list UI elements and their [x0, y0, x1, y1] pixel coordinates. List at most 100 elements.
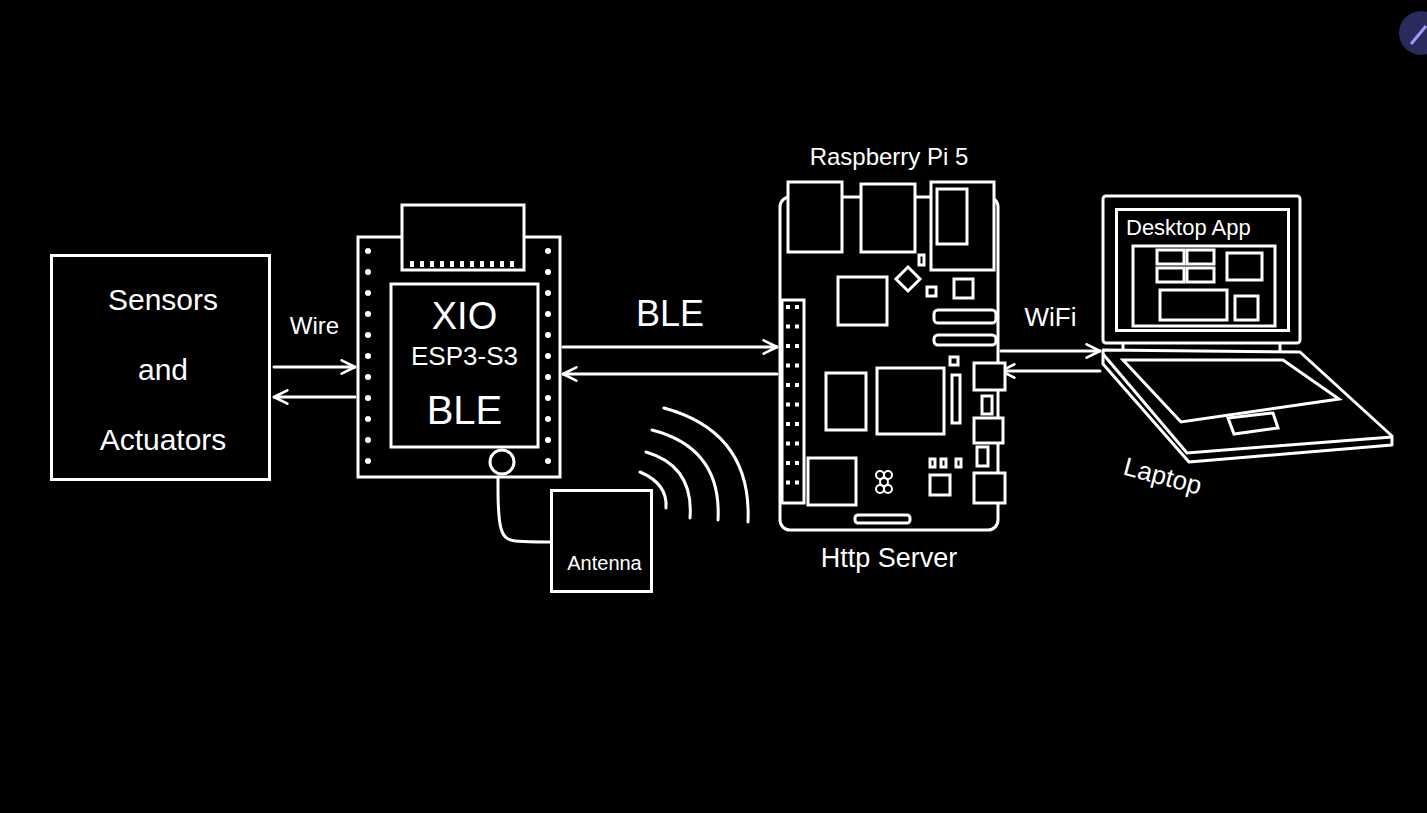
link-label: WiFi: [1021, 303, 1081, 333]
laptop-base: [1103, 350, 1392, 462]
gpio-pin: [786, 442, 790, 446]
module-pin: [450, 261, 454, 267]
rf-module: [402, 205, 524, 270]
antenna-box: Antenna: [550, 489, 653, 593]
antenna-connector: [490, 450, 514, 474]
node-text: Antenna: [567, 552, 642, 575]
radio-wave: [652, 430, 718, 520]
ethernet-port: [931, 182, 994, 270]
link-arrow: [563, 346, 777, 349]
usb-port: [788, 182, 842, 252]
link-arrow: [1001, 350, 1100, 353]
ethernet-inner: [937, 189, 967, 244]
header-pin: [545, 395, 551, 401]
app-panel: [1235, 296, 1258, 320]
header-pin: [365, 437, 371, 443]
gpio-pin: [786, 344, 790, 348]
gpio-pin: [786, 403, 790, 407]
device-box: Sensors and Actuators: [50, 254, 271, 481]
side-port: [974, 363, 1005, 390]
gpio-pin: [786, 305, 790, 309]
header-pin: [365, 248, 371, 254]
node-text: BLE: [427, 387, 503, 433]
keyboard-area: [1123, 360, 1339, 422]
header-pin: [365, 416, 371, 422]
node-text: Sensors and Actuators: [83, 265, 243, 475]
app-frame: [1133, 246, 1275, 326]
app-panel: [1227, 253, 1262, 280]
header-pin: [365, 458, 371, 464]
side-part: [982, 396, 992, 414]
header-pin: [545, 458, 551, 464]
side-part: [977, 447, 988, 466]
node-text: Http Server: [821, 543, 958, 574]
header-pin: [365, 374, 371, 380]
link-arrow: [563, 373, 777, 376]
gpio-pin: [795, 325, 799, 329]
text-holder: Http Server: [760, 543, 1018, 574]
trackpad: [1228, 413, 1278, 434]
raspberry-pi-art: [780, 197, 998, 530]
gpio-pin: [786, 325, 790, 329]
led: [919, 255, 924, 265]
gpio-pin: [795, 305, 799, 309]
link-arrow: [274, 366, 355, 369]
header-pin: [365, 395, 371, 401]
small-part: [950, 357, 958, 365]
laptop-screen: [1103, 196, 1300, 343]
bottom-slot: [855, 515, 910, 523]
header-pin: [545, 374, 551, 380]
header-pin: [545, 416, 551, 422]
led: [930, 459, 935, 467]
header-pin: [545, 353, 551, 359]
small-chip: [930, 475, 950, 495]
header-pin: [545, 332, 551, 338]
header-pin: [365, 332, 371, 338]
header-pin: [365, 269, 371, 275]
gpio-pin: [795, 364, 799, 368]
module-pin: [500, 261, 504, 267]
text-holder: ESP3-S3: [391, 342, 538, 372]
antenna-cable: [498, 477, 550, 542]
laptop-edge: [1103, 354, 1392, 453]
usb-port: [861, 184, 915, 252]
chip-diamond: [896, 267, 920, 291]
module-pin: [490, 261, 494, 267]
module-pin: [420, 261, 424, 267]
gpio-pin: [786, 364, 790, 368]
header-pin: [545, 248, 551, 254]
led: [941, 459, 946, 467]
tool-icon: [1399, 11, 1427, 55]
gpio-pin: [795, 344, 799, 348]
node-text: ESP3-S3: [411, 342, 518, 372]
link-label: Wire: [286, 312, 343, 340]
module-pin: [410, 261, 414, 267]
text-holder: Sensors and Actuators: [83, 265, 243, 475]
node-text: Laptop: [1120, 452, 1205, 501]
header-pin: [545, 437, 551, 443]
link-arrow: [1001, 370, 1100, 373]
module-pin: [480, 261, 484, 267]
led: [956, 459, 961, 467]
link-label: BLE: [632, 293, 708, 334]
node-text: Desktop App: [1126, 215, 1251, 240]
pi-logo: [884, 485, 892, 493]
connector-slot: [934, 310, 996, 323]
module-pin: [440, 261, 444, 267]
side-port: [974, 473, 1005, 503]
pi-logo: [876, 485, 884, 493]
app-panel: [1157, 268, 1184, 282]
text-holder: Desktop App: [1126, 215, 1286, 240]
header-pin: [365, 353, 371, 359]
node-text: XIO: [432, 295, 497, 339]
connector-slot: [934, 335, 996, 345]
text-holder: Antenna: [553, 552, 656, 575]
text-holder: XIO: [391, 295, 538, 339]
module-pin: [460, 261, 464, 267]
gpio-pin: [795, 383, 799, 387]
mcu-board: XIOESP3-S3BLE: [358, 237, 560, 477]
header-pin: [545, 290, 551, 296]
module-pin: [510, 261, 514, 267]
